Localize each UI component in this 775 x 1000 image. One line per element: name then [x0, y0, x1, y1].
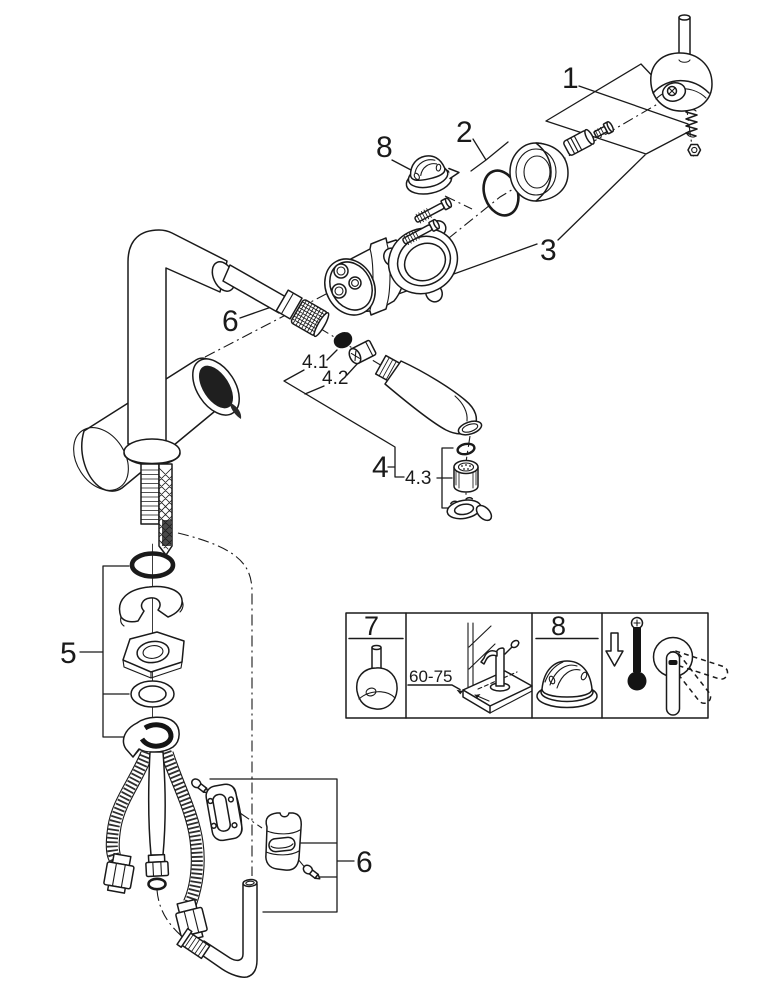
callout-2: 2 — [456, 116, 473, 149]
down-arrow-icon — [605, 632, 624, 667]
callout-8-top: 8 — [376, 131, 393, 164]
weight-screw-a — [191, 778, 209, 794]
callout-6-weight: 6 — [356, 846, 373, 879]
weight-screw-b — [302, 864, 321, 880]
callout-3: 3 — [540, 234, 557, 267]
callout-leaders — [79, 63, 691, 913]
horseshoe-clip — [122, 716, 180, 758]
handle-nut — [687, 143, 702, 157]
inset-cell-temperature — [605, 616, 729, 716]
callout-5: 5 — [60, 637, 77, 670]
callout-6-spout: 6 — [222, 305, 239, 338]
callout-4-1: 4.1 — [302, 352, 328, 373]
hose-nut-left — [103, 852, 135, 894]
mounting-stack — [118, 551, 185, 758]
temp-limiter — [405, 155, 460, 195]
hose-weight-group — [191, 778, 321, 880]
handle-screw — [593, 121, 615, 138]
fixing-screw-b — [402, 218, 440, 245]
callout-4-3: 4.3 — [405, 468, 431, 489]
pullout-hose-nut — [145, 853, 170, 878]
aerator-oring — [456, 442, 476, 456]
cartridge — [324, 237, 417, 316]
inset-label-8: 8 — [551, 611, 566, 641]
weight-shell — [265, 812, 302, 871]
hose-oring — [147, 877, 167, 891]
pullout-hose — [147, 751, 166, 856]
fixing-screw-a — [414, 197, 453, 224]
inset-cell-8 — [535, 637, 599, 709]
callout-4-2: 4.2 — [322, 368, 348, 389]
callout-labels: 1 2 8 3 6 4.1 4.2 4 4.3 5 6 7 8 60-75 — [60, 62, 579, 879]
spray-head — [384, 360, 477, 435]
aerator — [453, 459, 479, 493]
inset-label-7: 7 — [364, 611, 379, 641]
callout-4: 4 — [372, 451, 389, 484]
handle-lever-icon — [665, 651, 681, 716]
inset-box — [345, 612, 729, 719]
dome-cap — [509, 142, 569, 202]
aerator-key — [446, 496, 493, 522]
base-oring — [129, 551, 176, 579]
callout-1: 1 — [562, 62, 579, 95]
inset-cell-7 — [348, 637, 404, 710]
check-valve-4-2 — [348, 339, 377, 365]
inset-dimension: 60-75 — [409, 667, 452, 686]
seal-4-1 — [333, 330, 353, 349]
pullout-pipe — [176, 878, 258, 978]
inset-cell-dimension — [407, 622, 533, 714]
stabilizing-plate — [118, 585, 183, 623]
handle-adapter — [563, 128, 595, 156]
knurled-connector — [290, 299, 330, 338]
lever-handle — [650, 14, 713, 112]
holder-bracket — [205, 783, 243, 842]
pullout-hose-end — [222, 264, 330, 338]
spray-head-group — [333, 330, 493, 522]
supply-hoses — [103, 750, 258, 978]
faucet-body — [73, 229, 242, 556]
